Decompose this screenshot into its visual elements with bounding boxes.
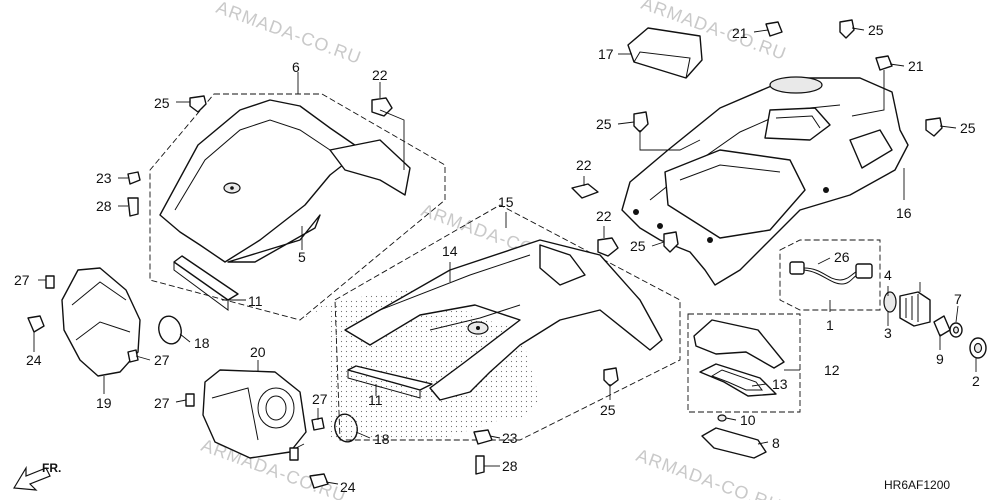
callout-13: 13 bbox=[772, 376, 788, 392]
callout-6: 6 bbox=[292, 59, 300, 75]
nut-22a bbox=[371, 97, 393, 117]
callout-4: 4 bbox=[884, 267, 892, 283]
callout-22-c: 22 bbox=[596, 208, 612, 224]
dotted-area bbox=[240, 285, 540, 440]
callout-22-a: 22 bbox=[372, 67, 388, 83]
bolt-27b bbox=[127, 349, 139, 363]
callout-22-b: 22 bbox=[576, 157, 592, 173]
callout-24-a: 24 bbox=[26, 352, 42, 368]
callout-27-a: 27 bbox=[14, 272, 30, 288]
callout-16: 16 bbox=[896, 205, 912, 221]
callout-2: 2 bbox=[972, 373, 980, 389]
callout-21-b: 21 bbox=[908, 58, 924, 74]
foam-strip-upper bbox=[173, 255, 239, 301]
right-side-cover bbox=[202, 369, 307, 459]
clip-25e bbox=[839, 19, 855, 39]
accessory-cover bbox=[693, 319, 785, 422]
group-outline-harness bbox=[779, 239, 881, 311]
callout-15: 15 bbox=[498, 194, 514, 210]
bolt-23a bbox=[127, 171, 141, 185]
mounting-bracket bbox=[701, 427, 767, 459]
front-direction-arrow: FR. bbox=[12, 461, 61, 491]
wire-harness bbox=[789, 261, 873, 285]
clip-25f bbox=[925, 117, 943, 137]
callout-25-e: 25 bbox=[960, 120, 976, 136]
group-outline-cover-set bbox=[687, 313, 801, 413]
carrier-cap bbox=[627, 27, 703, 79]
bolt-24b bbox=[309, 473, 329, 489]
callout-28-b: 28 bbox=[502, 458, 518, 474]
callouts: 6 25 22 23 28 5 11 27 24 27 18 19 27 20 … bbox=[14, 22, 980, 495]
clip-25d bbox=[603, 367, 619, 387]
direction-label: FR. bbox=[42, 461, 61, 475]
callout-11-a: 11 bbox=[248, 293, 263, 309]
callout-17: 17 bbox=[598, 46, 614, 62]
watermark-1: ARMADA-CO.RU bbox=[214, 0, 365, 68]
callout-27-c: 27 bbox=[154, 395, 170, 411]
clip-25a bbox=[189, 95, 207, 113]
bolt-28a bbox=[127, 197, 139, 217]
callout-10: 10 bbox=[740, 412, 756, 428]
callout-27-b: 27 bbox=[154, 352, 170, 368]
clip-25c bbox=[663, 231, 679, 253]
clip-25b bbox=[633, 111, 649, 133]
catalog-code: HR6AF1200 bbox=[884, 478, 950, 492]
nut-21a bbox=[765, 21, 783, 37]
left-side-cover bbox=[61, 267, 141, 377]
bolt-27c bbox=[185, 393, 195, 407]
callout-18-b: 18 bbox=[374, 431, 390, 447]
callout-25-c: 25 bbox=[868, 22, 884, 38]
callout-23-b: 23 bbox=[502, 430, 518, 446]
callout-5: 5 bbox=[298, 249, 306, 265]
callout-25-f: 25 bbox=[630, 238, 646, 254]
callout-7: 7 bbox=[954, 291, 962, 307]
front-fender-cover bbox=[159, 99, 411, 263]
callout-12: 12 bbox=[824, 362, 840, 378]
main-rear-fender bbox=[344, 239, 663, 401]
nut-22c bbox=[597, 237, 619, 257]
callout-25-a: 25 bbox=[154, 95, 170, 111]
callout-23-a: 23 bbox=[96, 170, 112, 186]
callout-25-d: 25 bbox=[596, 116, 612, 132]
rear-carrier-cover bbox=[621, 76, 909, 286]
callout-14: 14 bbox=[442, 243, 458, 259]
nut-23b bbox=[473, 429, 493, 445]
bolt-27e bbox=[289, 447, 299, 461]
callout-25-b: 25 bbox=[600, 402, 616, 418]
bolt-27a bbox=[45, 275, 55, 289]
bolt-28b bbox=[475, 455, 485, 475]
group-outline-upper-left bbox=[149, 93, 446, 321]
callout-8: 8 bbox=[772, 435, 780, 451]
callout-28-a: 28 bbox=[96, 198, 112, 214]
nut-21b bbox=[875, 55, 893, 71]
bolt-24a bbox=[27, 315, 45, 333]
callout-20: 20 bbox=[250, 344, 266, 360]
foam-strip-lower bbox=[347, 365, 433, 391]
callout-27-d: 27 bbox=[312, 391, 328, 407]
callout-3: 3 bbox=[884, 325, 892, 341]
callout-26: 26 bbox=[834, 249, 850, 265]
socket-assembly bbox=[883, 291, 987, 359]
callout-24-b: 24 bbox=[340, 479, 356, 495]
fasteners bbox=[27, 19, 943, 489]
callout-11-b: 11 bbox=[368, 392, 383, 408]
callout-9: 9 bbox=[936, 351, 944, 367]
group-outline-center bbox=[334, 204, 681, 441]
callout-1: 1 bbox=[826, 317, 834, 333]
callout-18-a: 18 bbox=[194, 335, 210, 351]
bolt-27d bbox=[311, 417, 325, 431]
callout-21-a: 21 bbox=[732, 25, 748, 41]
grommet-ring-upper bbox=[158, 315, 182, 345]
leader-lines bbox=[33, 27, 977, 485]
washer-22b bbox=[571, 183, 599, 199]
callout-19: 19 bbox=[96, 395, 112, 411]
